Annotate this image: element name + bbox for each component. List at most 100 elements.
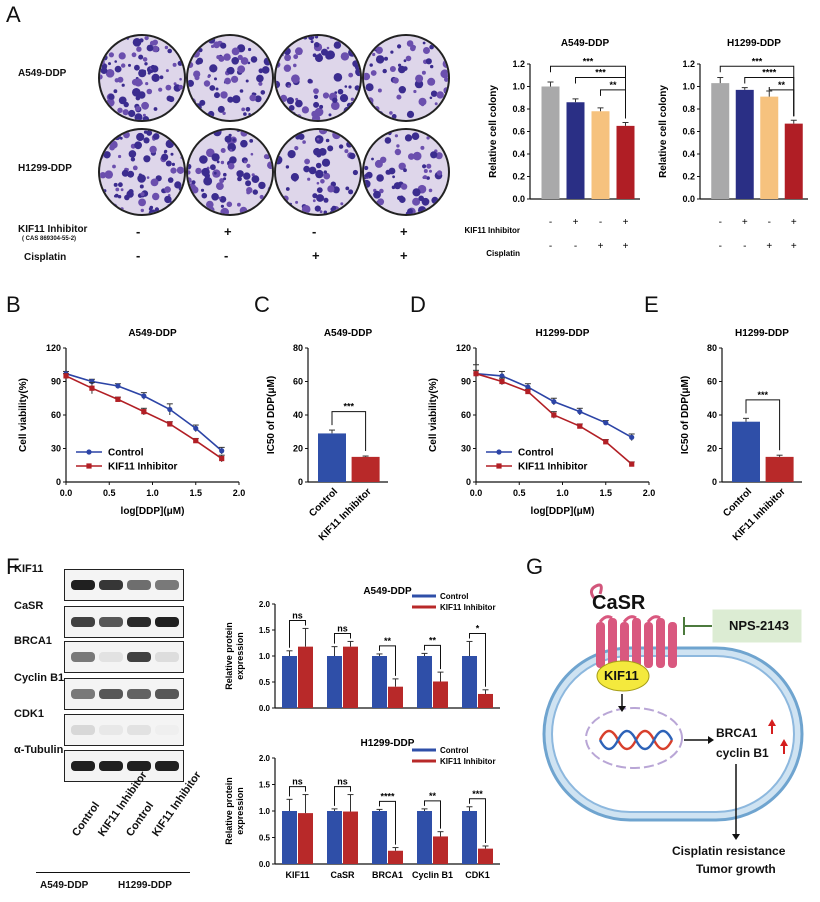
inhibitor-sign: + — [224, 224, 232, 239]
bar — [327, 656, 342, 708]
significance-label: * — [476, 623, 480, 633]
colony — [293, 54, 299, 60]
significance-bracket — [289, 619, 306, 648]
casr-receptor — [589, 583, 677, 668]
colony — [188, 115, 192, 120]
casr-label: CaSR — [592, 592, 646, 614]
colony — [138, 69, 147, 78]
colony — [308, 166, 317, 175]
colony — [243, 112, 247, 116]
colony — [348, 85, 352, 89]
colony — [108, 93, 115, 100]
colony — [344, 85, 348, 88]
colony — [173, 82, 177, 86]
cisplatin-sign: - — [719, 241, 722, 252]
bar — [388, 686, 403, 708]
colony — [318, 148, 327, 156]
colony — [181, 146, 184, 151]
colony — [367, 38, 372, 44]
colony — [224, 135, 232, 143]
colony — [138, 173, 142, 177]
bar — [388, 850, 403, 864]
colony — [430, 64, 434, 69]
colony — [348, 45, 352, 49]
blot-band — [71, 725, 95, 735]
chart-title: H1299-DDP — [361, 738, 415, 749]
colony — [408, 153, 415, 160]
y-tick-label: 120 — [456, 343, 471, 353]
bar — [591, 111, 610, 199]
y-tick-label: 0.0 — [512, 194, 525, 204]
colony — [174, 104, 182, 112]
colony — [167, 204, 171, 208]
colony — [199, 155, 208, 164]
colony — [384, 56, 388, 61]
colony — [112, 164, 116, 169]
colony — [192, 50, 200, 58]
colony — [267, 109, 272, 113]
inhibitor-sign: + — [791, 217, 797, 228]
colony — [357, 73, 360, 77]
blot-band — [71, 652, 95, 662]
colony — [117, 195, 122, 199]
colony-dish — [274, 128, 362, 216]
colony — [311, 110, 318, 118]
colony — [167, 48, 172, 54]
colony — [171, 162, 175, 166]
y-tick-label: 1.5 — [259, 781, 271, 790]
colony — [392, 175, 395, 179]
colony — [231, 57, 239, 65]
colony — [332, 186, 340, 194]
significance-bracket — [334, 786, 351, 806]
bar — [433, 681, 448, 708]
colony — [288, 105, 295, 111]
colony — [188, 177, 192, 184]
data-point — [629, 461, 635, 467]
colony — [413, 89, 417, 94]
colony — [195, 167, 202, 175]
colony — [319, 210, 323, 214]
colony — [390, 50, 394, 54]
colony — [200, 188, 205, 192]
colony — [366, 97, 374, 104]
colony — [268, 36, 272, 38]
colony — [188, 170, 191, 175]
colony — [322, 92, 330, 99]
blot-band — [71, 761, 95, 771]
colony — [429, 96, 433, 100]
significance-label: *** — [595, 68, 606, 78]
colony — [422, 41, 426, 45]
colony — [267, 161, 272, 169]
colony — [286, 97, 294, 105]
y-tick-label: 0.4 — [512, 149, 525, 159]
legend-label: KIF11 Inhibitor — [440, 757, 496, 766]
colony — [180, 156, 183, 159]
inhibitor-sign: - — [719, 217, 722, 228]
blot-protein-label: α-Tubulin — [14, 744, 64, 756]
y-tick-label: 1.0 — [259, 652, 271, 661]
blot-band — [127, 689, 151, 699]
colony — [373, 190, 381, 199]
colony — [142, 116, 149, 120]
colony — [348, 189, 354, 195]
colony — [313, 88, 319, 94]
colony — [316, 187, 323, 193]
cisplatin-sign: + — [598, 241, 604, 252]
significance-bracket — [379, 800, 396, 845]
colony — [161, 153, 169, 161]
cisplatin-sign: + — [623, 241, 629, 252]
colony — [142, 113, 146, 117]
colony — [240, 212, 244, 214]
colony — [227, 96, 234, 103]
colony — [102, 54, 108, 61]
colony — [139, 184, 144, 189]
colony — [240, 57, 249, 65]
colony — [174, 181, 182, 189]
colony — [105, 46, 109, 50]
colony — [188, 163, 192, 170]
colony — [259, 194, 264, 200]
colony — [399, 196, 406, 203]
blot-protein-label: BRCA1 — [14, 635, 52, 647]
colony — [178, 187, 183, 191]
colony — [276, 155, 283, 165]
